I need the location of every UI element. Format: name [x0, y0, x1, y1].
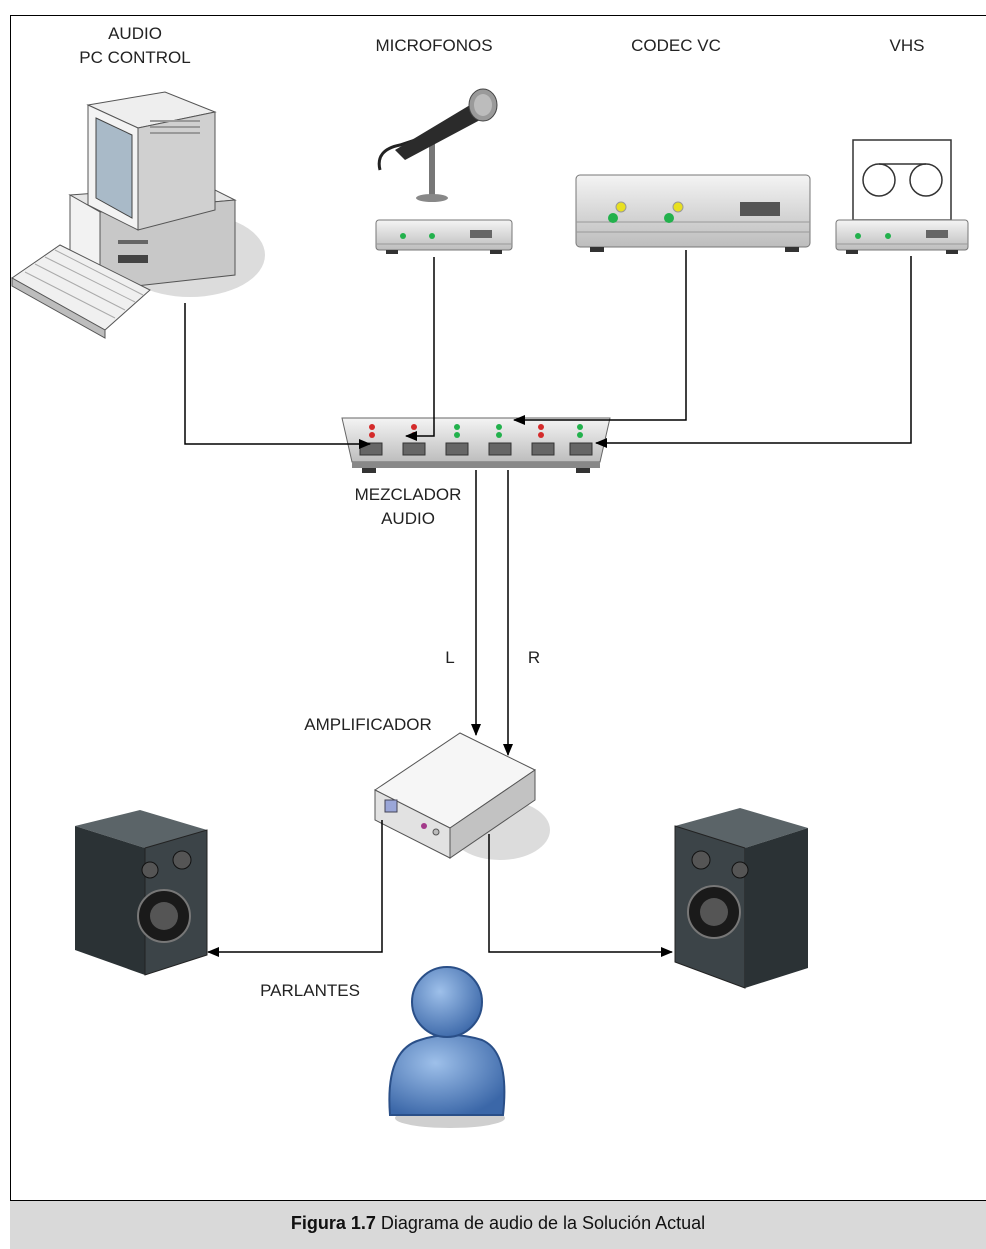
microphone-receiver-box — [375, 219, 513, 254]
label-microfonos: MICROFONOS — [375, 36, 492, 55]
mic-to-mixer-line — [405, 257, 435, 441]
amplificador-device — [374, 732, 550, 860]
figure-caption: Figura 1.7 Diagrama de audio de la Soluc… — [10, 1213, 986, 1234]
frame-corner-mark — [968, 15, 986, 16]
label-vhs: VHS — [890, 36, 925, 55]
codec-vc-device — [575, 174, 811, 252]
microphone-icon — [377, 88, 498, 202]
codec-to-mixer-line — [513, 250, 687, 425]
label-codec-vc: CODEC VC — [631, 36, 721, 55]
amp-to-right-speaker-line — [488, 834, 673, 957]
label-mezclador-line2: AUDIO — [381, 509, 435, 528]
diagram-frame — [10, 15, 986, 1249]
label-right-channel: R — [528, 648, 540, 667]
figure-caption-text: Diagrama de audio de la Solución Actual — [375, 1213, 706, 1233]
mezclador-audio-device — [341, 417, 611, 473]
pc-to-mixer-line — [184, 303, 371, 449]
left-speaker-icon — [75, 810, 208, 976]
amp-to-left-speaker-line — [207, 820, 383, 957]
pc-computer-icon — [11, 91, 265, 339]
vhs-icon — [852, 139, 952, 221]
vhs-to-mixer-line — [595, 256, 912, 448]
label-mezclador-line1: MEZCLADOR — [355, 485, 462, 504]
audio-diagram: AUDIO PC CONTROL MICROFONOS CODEC VC VHS… — [11, 24, 969, 1128]
label-pc-line2: PC CONTROL — [79, 48, 190, 67]
vhs-player-box — [835, 219, 969, 254]
label-parlantes: PARLANTES — [260, 981, 360, 1000]
figure-caption-bar: Figura 1.7 Diagrama de audio de la Soluc… — [10, 1200, 986, 1249]
label-pc-line1: AUDIO — [108, 24, 162, 43]
label-amplificador: AMPLIFICADOR — [304, 715, 432, 734]
figure-number: Figura 1.7 — [290, 1213, 376, 1233]
person-icon — [388, 966, 506, 1128]
right-speaker-icon — [674, 808, 808, 989]
label-left-channel: L — [445, 648, 454, 667]
